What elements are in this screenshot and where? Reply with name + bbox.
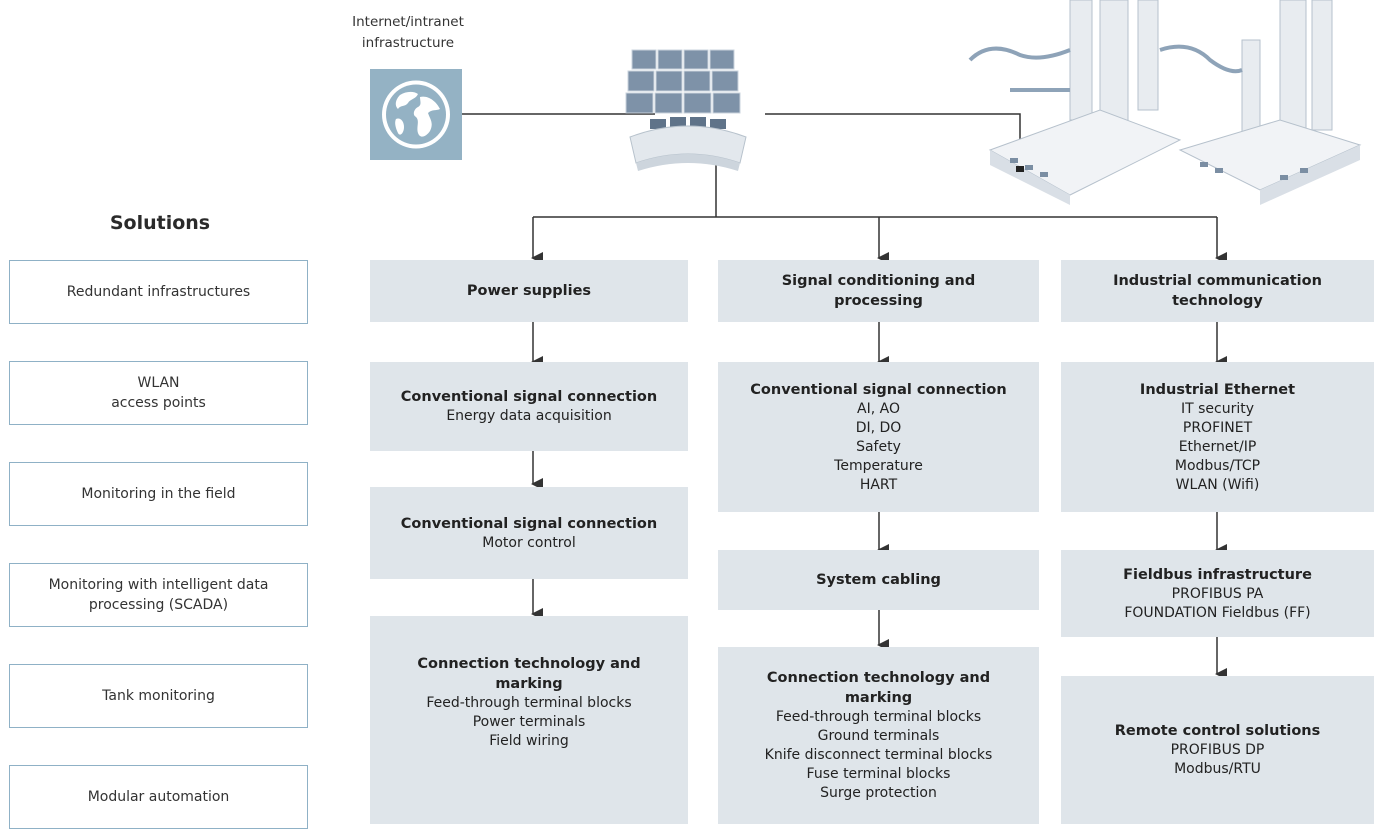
globe-icon <box>370 69 462 160</box>
block-line: AI, AO <box>857 400 900 417</box>
block-industrial-ethernet: Industrial Ethernet IT security PROFINET… <box>1061 362 1374 512</box>
block-connection-technology-2: Connection technology and marking Feed-t… <box>718 647 1039 824</box>
industrial-plant-icon <box>950 0 1382 205</box>
block-line: PROFIBUS DP <box>1170 742 1265 758</box>
solution-item[interactable]: WLAN access points <box>9 361 308 425</box>
block-power-supplies: Power supplies <box>370 260 688 322</box>
solution-item[interactable]: Tank monitoring <box>9 664 308 728</box>
block-conventional-signal-3: Conventional signal connection AI, AO DI… <box>718 362 1039 512</box>
internet-label: Internet/intranet infrastructure <box>352 14 464 51</box>
block-conventional-signal-2: Conventional signal connection Motor con… <box>370 487 688 579</box>
block-title: Signal conditioning and processing <box>781 273 976 309</box>
block-conventional-signal-1: Conventional signal connection Energy da… <box>370 362 688 451</box>
block-line: PROFIBUS PA <box>1171 585 1264 602</box>
block-line: FOUNDATION Fieldbus (FF) <box>1124 604 1311 621</box>
block-fieldbus-infrastructure: Fieldbus infrastructure PROFIBUS PA FOUN… <box>1061 550 1374 637</box>
block-line: Feed-through terminal blocks <box>426 694 632 711</box>
block-line: Fuse terminal blocks <box>806 766 951 782</box>
solution-item[interactable]: Monitoring with intelligent data process… <box>9 563 308 627</box>
block-line: Temperature <box>834 457 923 474</box>
block-remote-control: Remote control solutions PROFIBUS DP Mod… <box>1061 676 1374 824</box>
block-title: Power supplies <box>466 283 592 299</box>
block-line: Ethernet/IP <box>1178 438 1257 455</box>
block-line: DI, DO <box>855 419 902 436</box>
block-title: Industrial communication technology <box>1113 273 1322 309</box>
block-title: Fieldbus infrastructure <box>1123 566 1312 583</box>
block-title: Conventional signal connection <box>750 381 1007 398</box>
block-title: Conventional signal connection <box>400 389 658 405</box>
block-line: Field wiring <box>489 732 569 749</box>
block-title: Remote control solutions <box>1114 723 1321 739</box>
block-line: Energy data acquisition <box>446 408 612 424</box>
block-title: Connection technology and marking <box>766 670 991 706</box>
block-line: Motor control <box>482 534 576 551</box>
block-line: Power terminals <box>472 713 586 730</box>
block-line: Knife disconnect terminal blocks <box>764 747 993 763</box>
block-line: Modbus/RTU <box>1174 761 1261 777</box>
block-connection-technology-1: Connection technology and marking Feed-t… <box>370 616 688 824</box>
block-line: PROFINET <box>1182 419 1253 436</box>
block-line: Modbus/TCP <box>1174 457 1261 474</box>
solution-item[interactable]: Redundant infrastructures <box>9 260 308 324</box>
block-title: Conventional signal connection <box>400 515 658 532</box>
solutions-title: Solutions <box>109 212 211 234</box>
control-room-icon <box>600 45 775 180</box>
block-title: Industrial Ethernet <box>1139 381 1296 398</box>
solution-item[interactable]: Monitoring in the field <box>9 462 308 526</box>
block-line: Feed-through terminal blocks <box>775 709 982 725</box>
block-line: Ground terminals <box>817 728 940 744</box>
block-line: Safety <box>856 438 901 455</box>
solution-item[interactable]: Modular automation <box>9 765 308 829</box>
block-line: WLAN (Wifi) <box>1175 476 1260 493</box>
block-signal-conditioning: Signal conditioning and processing <box>718 260 1039 322</box>
block-title: System cabling <box>816 572 941 588</box>
block-line: IT security <box>1180 400 1255 417</box>
block-industrial-communication: Industrial communication technology <box>1061 260 1374 322</box>
block-system-cabling: System cabling <box>718 550 1039 610</box>
block-title: Connection technology and marking <box>417 655 641 692</box>
block-line: Surge protection <box>820 785 937 801</box>
block-line: HART <box>859 476 898 493</box>
